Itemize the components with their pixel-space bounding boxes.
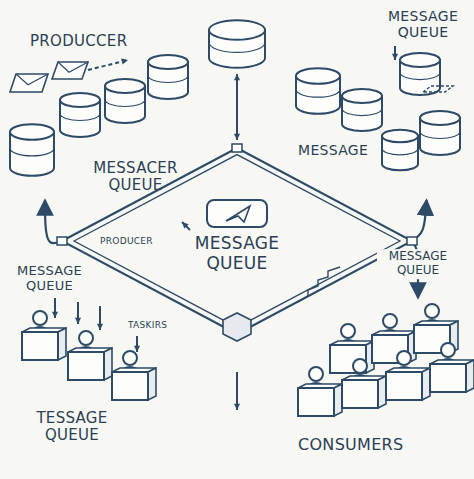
node-label: MESSACER QUEUE xyxy=(88,160,183,195)
node-title: MESSAGE QUEUE xyxy=(12,264,87,294)
message-queue-diamond: PRODUCER MESSAGE QUEUE xyxy=(62,148,412,334)
task-arrow xyxy=(97,306,103,330)
database-cylinder xyxy=(342,89,382,131)
consumer-figure xyxy=(342,359,386,408)
node-label: MESSAGE QUEUE xyxy=(182,234,292,273)
consumer-figure xyxy=(330,324,374,373)
hatched-message xyxy=(423,86,453,92)
message-envelope xyxy=(52,62,88,79)
database-cylinder xyxy=(105,79,145,123)
queue-icon xyxy=(207,200,267,227)
database-cylinder xyxy=(400,53,440,95)
node-label: TASKIRS xyxy=(128,320,167,330)
consumer-cluster: CONSUMERS xyxy=(268,298,468,476)
message-flow-arrow xyxy=(88,59,128,70)
task-cluster: MESSAGE QUEUE TASKIRS TESSAGE QUEUE xyxy=(5,262,185,474)
two-way-arrow xyxy=(234,74,240,140)
small-arrow xyxy=(182,222,190,230)
consumer-figure xyxy=(298,367,342,416)
down-arrow xyxy=(234,372,240,410)
producer-cluster: PRODUCCER MESSACER QUEUE xyxy=(5,25,195,200)
database-cylinder xyxy=(60,93,100,137)
task-arrow xyxy=(75,302,81,324)
consumer-figure xyxy=(112,351,156,400)
node-label: MESSAGE xyxy=(298,142,368,158)
consumer-figure xyxy=(22,311,66,360)
database-cylinder xyxy=(296,68,340,113)
flow-connector xyxy=(412,200,427,241)
consumer-figure xyxy=(386,351,430,400)
node-title: PRODUCER xyxy=(100,236,153,246)
database-cylinder xyxy=(209,20,265,68)
message-envelope xyxy=(10,74,48,92)
pointer-arrow xyxy=(392,46,398,60)
task-arrow xyxy=(134,336,140,352)
consumer-figure xyxy=(430,343,474,392)
consumer-figure xyxy=(68,331,112,380)
node-label: TESSAGE QUEUE xyxy=(12,410,132,445)
node-title: CONSUMERS xyxy=(298,436,404,454)
database-cylinder xyxy=(10,124,54,175)
edge-label: MESSAGE QUEUE xyxy=(377,249,459,279)
queue-cluster: MESSAGE QUEUE MESSAGE xyxy=(285,5,472,200)
database-cylinder xyxy=(148,55,188,99)
database-cylinder xyxy=(382,130,418,171)
node-title: MESSAGE QUEUE xyxy=(378,8,468,40)
node-title: PRODUCCER xyxy=(30,33,127,50)
task-arrow xyxy=(52,298,58,318)
database-cylinder xyxy=(420,111,460,155)
